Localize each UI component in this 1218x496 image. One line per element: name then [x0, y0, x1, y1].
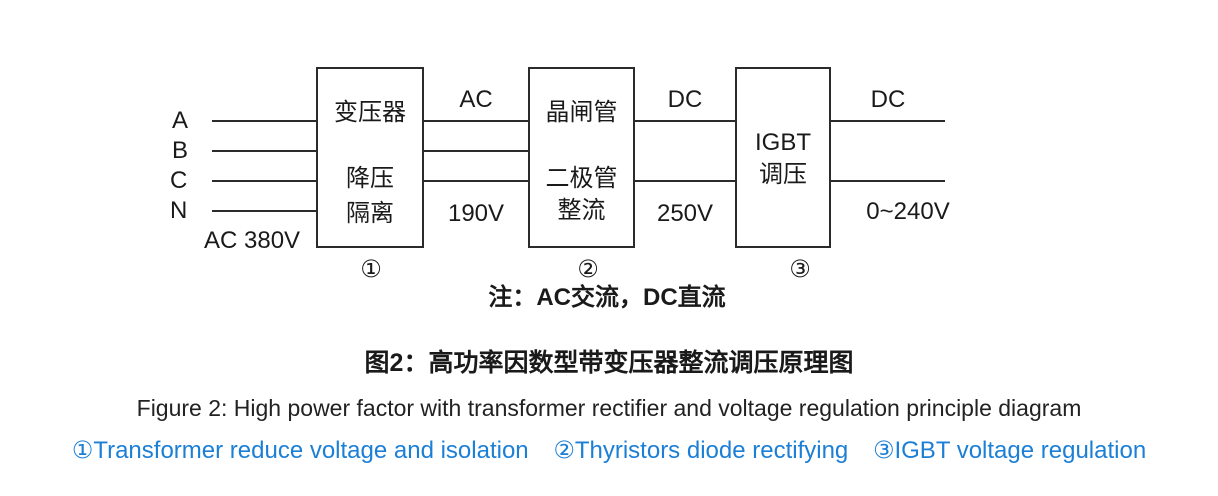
phase-b-label: B: [172, 137, 189, 164]
block3-number: ③: [789, 256, 811, 283]
phase-b-wire: [212, 150, 316, 152]
rectifier-block: 晶闸管 二极管 整流: [528, 67, 635, 248]
seg1-voltage-label: 190V: [447, 200, 505, 227]
seg2-wire-2: [635, 180, 735, 182]
transformer-block-line3: 隔离: [346, 200, 394, 227]
abbreviation-note: 注：AC交流，DC直流: [488, 284, 726, 311]
legend-row: ①Transformer reduce voltage and isolatio…: [0, 437, 1218, 465]
transformer-block-line2: 降压: [346, 165, 394, 192]
phase-c-label: C: [170, 167, 188, 194]
seg2-type-label: DC: [667, 86, 703, 113]
rectifier-block-line3: 整流: [557, 197, 606, 224]
source-voltage-label: AC 380V: [204, 227, 301, 254]
igbt-block-line1: IGBT: [754, 129, 811, 156]
phase-c-wire: [212, 180, 316, 182]
igbt-block-line2: 调压: [759, 161, 807, 188]
transformer-block-line1: 变压器: [334, 99, 406, 126]
figure-title-english: Figure 2: High power factor with transfo…: [136, 395, 1082, 421]
rectifier-block-line1: 晶闸管: [545, 99, 618, 126]
seg1-wire-3: [424, 180, 528, 182]
seg1-type-label: AC: [459, 86, 493, 113]
igbt-block: IGBT 调压: [735, 67, 831, 248]
legend-item-2: ②Thyristors diode rectifying: [553, 437, 849, 464]
seg1-wire-2: [424, 150, 528, 152]
legend-item-3: ③IGBT voltage regulation: [872, 437, 1147, 464]
seg3-type-label: DC: [870, 86, 906, 113]
rectifier-block-line2: 二极管: [545, 165, 618, 192]
legend-item-1: ①Transformer reduce voltage and isolatio…: [71, 437, 529, 464]
phase-a-wire: [212, 120, 316, 122]
seg3-voltage-label: 0~240V: [866, 198, 950, 225]
seg2-wire-1: [635, 120, 735, 122]
seg3-wire-1: [831, 120, 945, 122]
seg3-wire-2: [831, 180, 945, 182]
transformer-block: 变压器 降压 隔离: [316, 67, 424, 248]
phase-a-label: A: [172, 107, 189, 134]
seg1-wire-1: [424, 120, 528, 122]
phase-n-label: N: [170, 197, 188, 224]
figure-title-chinese: 图2：高功率因数型带变压器整流调压原理图: [364, 349, 854, 377]
block2-number: ②: [577, 256, 599, 283]
seg2-voltage-label: 250V: [656, 200, 714, 227]
phase-n-wire: [212, 210, 316, 212]
block1-number: ①: [360, 256, 382, 283]
